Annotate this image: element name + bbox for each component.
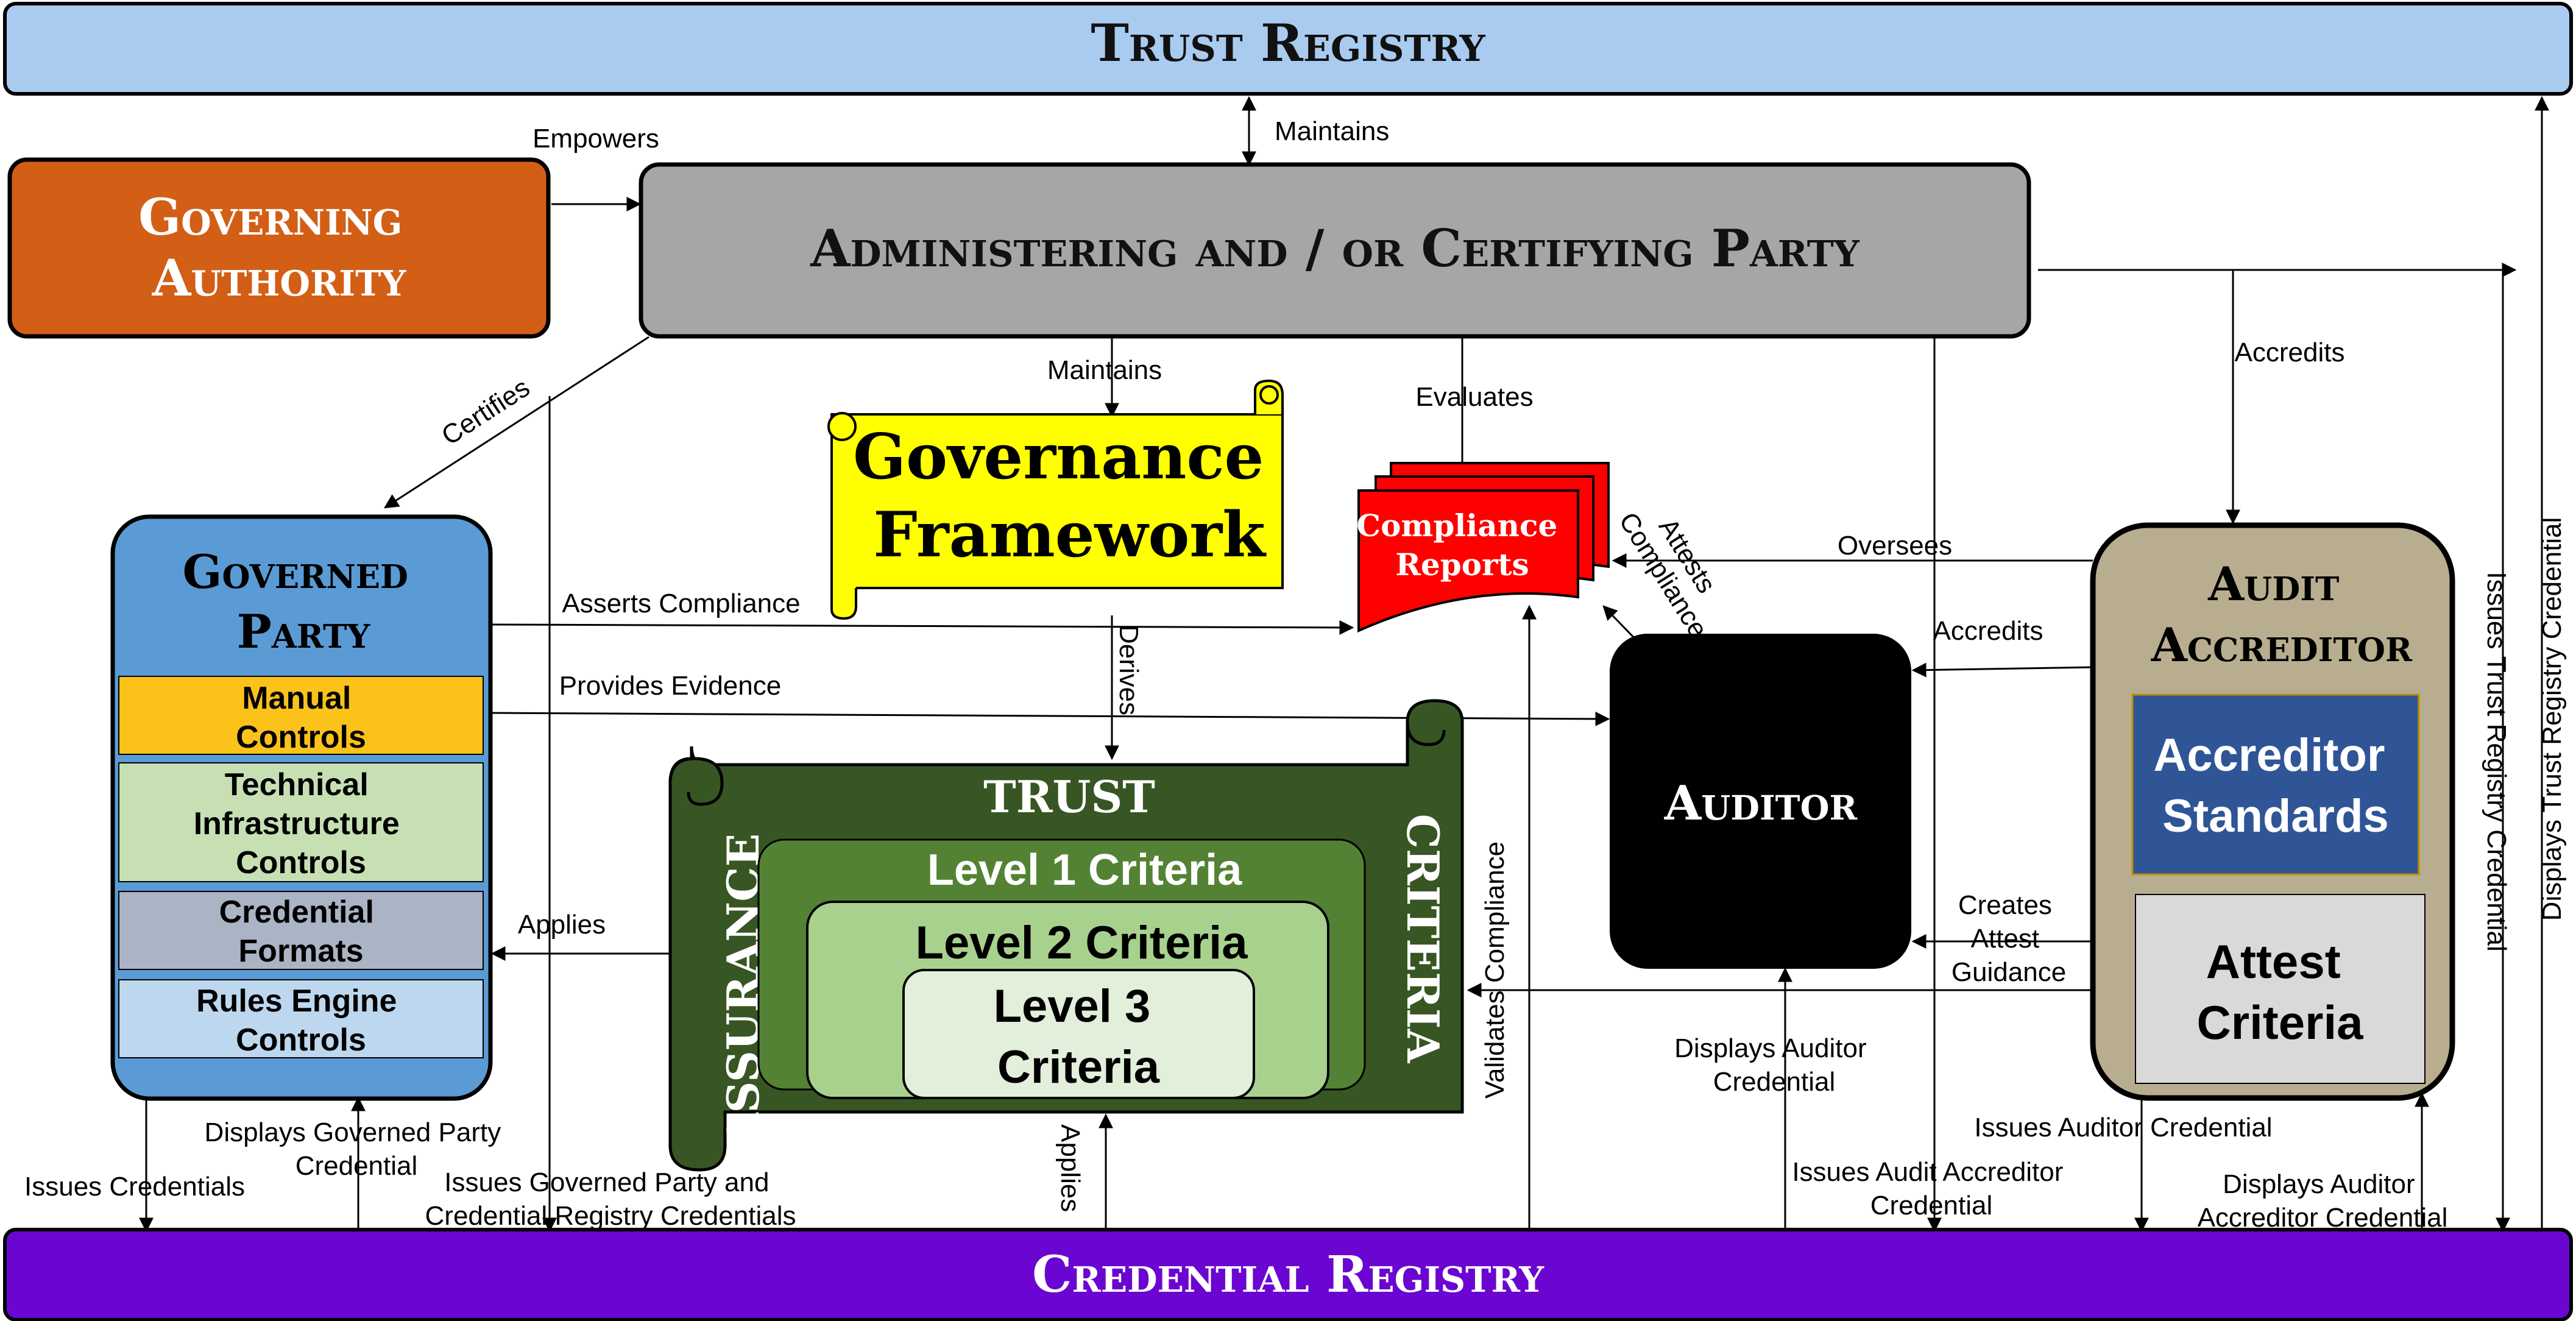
issues-credentials-label: Issues Credentials [24, 1172, 245, 1202]
governing-authority-box[interactable]: Governing Authority [7, 157, 551, 339]
accreditor-standards-box[interactable]: Accreditor Standards [2131, 693, 2420, 876]
attest-criteria-label: Attest Criteria [2196, 935, 2363, 1049]
governing-authority-title: Governing Authority [138, 188, 420, 308]
empowers-label: Empowers [533, 124, 659, 154]
evaluates-label: Evaluates [1415, 382, 1533, 412]
credential-formats-box[interactable]: Credential Formats [118, 891, 484, 970]
level3-criteria-label: Level 3 Criteria [994, 980, 1164, 1093]
audit-accreditor-box[interactable]: Audit Accreditor Accreditor Standards At… [2090, 522, 2455, 1101]
credential-registry-bar[interactable]: Credential Registry [3, 1228, 2573, 1321]
governed-party-title: Governed Party [183, 545, 425, 659]
administering-party-box[interactable]: Administering and / or Certifying Party [639, 162, 2031, 339]
issues-auditor-credential-label: Issues Auditor Credential [1974, 1113, 2272, 1142]
connector-lines [139, 96, 2549, 1233]
auditor-box[interactable]: Auditor [1610, 634, 1911, 969]
attests-compliance-label: Attests Compliance [1613, 491, 1739, 643]
applies-controls-label: Applies [518, 910, 606, 940]
technical-controls-label: Technical Infrastructure Controls [194, 767, 409, 880]
displays-governed-party-credential-label: Displays Governed Party Credential [205, 1117, 509, 1181]
certifies-label: Certifies [436, 372, 535, 451]
accreditor-standards-label: Accreditor Standards [2153, 729, 2397, 842]
manual-controls-box[interactable]: Manual Controls [118, 676, 484, 755]
creates-attest-guidance-label: Creates Attest Guidance [1951, 890, 2066, 987]
provides-evidence-label: Provides Evidence [559, 671, 781, 701]
tac-right-label: CRITERIA [1397, 814, 1449, 1064]
auditor-title: Auditor [1664, 776, 1858, 831]
trust-assurance-criteria-scroll[interactable]: TRUST ASSURANCE CRITERIA Level 1 Criteri… [668, 699, 1464, 1172]
credential-formats-label: Credential Formats [219, 894, 383, 969]
audit-accreditor-title: Audit Accreditor [2151, 557, 2413, 672]
oversees-label: Oversees [1838, 531, 1952, 561]
validates-compliance-label: Validates Compliance [1480, 841, 1510, 1099]
level3-criteria-box[interactable]: Level 3 Criteria [902, 969, 1255, 1099]
accredits-auditor-label: Accredits [1933, 616, 2043, 646]
displays-trust-registry-credential-label: Displays Trust Registry Credential [2537, 517, 2567, 921]
level1-criteria-label: Level 1 Criteria [927, 846, 1242, 894]
trust-registry-bar[interactable]: Trust Registry [3, 2, 2573, 96]
governed-party-box[interactable]: Governed Party Manual Controls Technical… [110, 514, 493, 1101]
displays-audit-accreditor-credential-label: Displays Auditor Accreditor Credential [2198, 1169, 2448, 1233]
compliance-reports-title: Compliance Reports [1356, 508, 1568, 583]
maintains-registry-label: Maintains [1275, 116, 1389, 146]
governance-framework-title: Governance Framework [853, 420, 1286, 572]
rules-engine-controls-box[interactable]: Rules Engine Controls [118, 979, 484, 1058]
rules-engine-controls-label: Rules Engine Controls [196, 983, 406, 1058]
edge-labels: Empowers Maintains Certifies Maintains E… [24, 116, 2567, 1233]
attest-criteria-box[interactable]: Attest Criteria [2135, 894, 2426, 1084]
applies-criteria-label: Applies [1055, 1124, 1085, 1212]
issues-trust-registry-credential-label: Issues Trust Registry Credential [2482, 572, 2511, 952]
issues-audit-accreditor-credential-label: Issues Audit Accreditor Credential [1792, 1157, 2070, 1220]
edge-asserts-compliance [490, 620, 1354, 635]
level2-criteria-label: Level 2 Criteria [916, 917, 1248, 969]
credential-registry-title: Credential Registry [1032, 1245, 1545, 1304]
governance-framework-scroll[interactable]: Governance Framework [827, 379, 1286, 620]
displays-auditor-credential-label: Displays Auditor Credential [1674, 1033, 1874, 1097]
derives-label: Derives [1114, 625, 1144, 715]
tac-top-label: TRUST [983, 771, 1155, 823]
technical-controls-box[interactable]: Technical Infrastructure Controls [118, 762, 484, 882]
edge-accredits-auditor [1911, 662, 2093, 678]
maintains-framework-label: Maintains [1047, 355, 1162, 385]
asserts-compliance-label: Asserts Compliance [562, 589, 800, 618]
accredits-accreditor-label: Accredits [2235, 338, 2345, 367]
administering-party-title: Administering and / or Certifying Party [810, 218, 1859, 278]
trust-registry-title: Trust Registry [1091, 13, 1485, 73]
manual-controls-label: Manual Controls [236, 681, 366, 755]
compliance-reports-document[interactable]: Compliance Reports [1356, 462, 1610, 633]
edge-certifies [383, 336, 649, 509]
issues-governed-party-credentials-label: Issues Governed Party and Credential Reg… [425, 1167, 796, 1231]
